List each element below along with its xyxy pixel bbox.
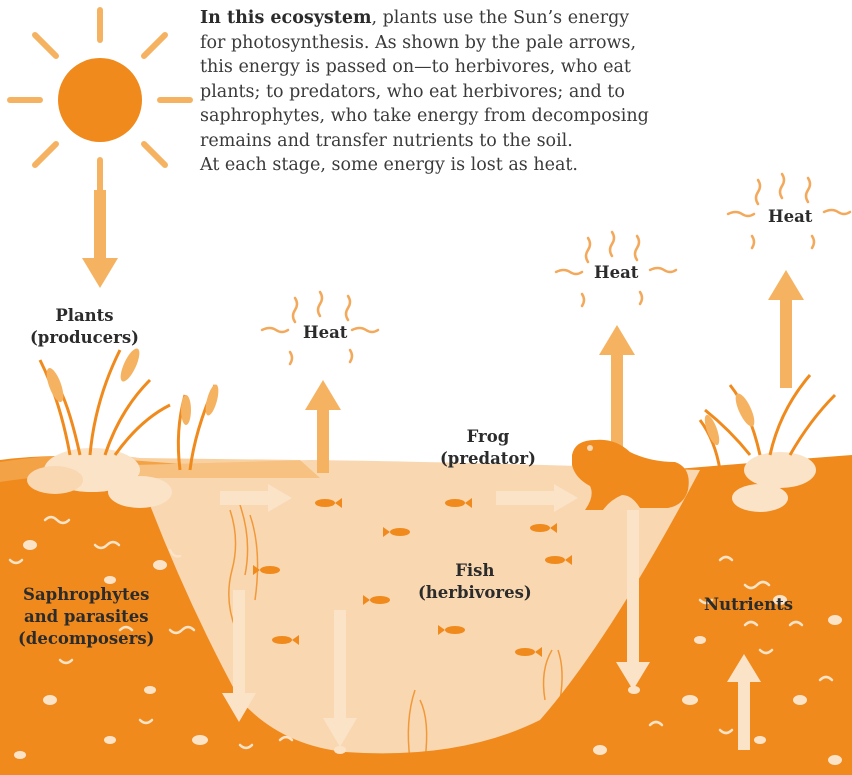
fish-label-line-2: (herbivores) [418,582,532,604]
fish-label: Fish (herbivores) [418,560,532,604]
caption-line-4: plants; to predators, who eat herbivores… [200,82,625,102]
plants-label-line-1: Plants [30,305,139,327]
caption-line-3: this energy is passed on—to herbivores, … [200,57,631,77]
sun-energy-arrow [82,190,118,288]
nutrients-label: Nutrients [704,594,793,616]
heat-arrows [305,270,804,473]
heat-label-fish: Heat [303,322,347,344]
decomposers-label-line-1: Saphrophytes [18,584,154,606]
heat-label-frog: Heat [594,262,638,284]
frog-label-line-2: (predator) [440,448,536,470]
caption-line-7: At each stage, some energy is lost as he… [200,155,578,175]
decomposers-label-line-3: (decomposers) [18,628,154,650]
caption-line-5: saphrophytes, who take energy from decom… [200,106,649,126]
frog-label: Frog (predator) [440,426,536,470]
sun [10,10,190,190]
caption-lead: In this ecosystem [200,8,371,28]
caption-line-6: remains and transfer nutrients to the so… [200,131,573,151]
plants-label: Plants (producers) [30,305,139,349]
caption-line-2: for photosynthesis. As shown by the pale… [200,33,636,53]
decomposers-label: Saphrophytes and parasites (decomposers) [18,584,154,650]
plants-label-line-2: (producers) [30,327,139,349]
decomposers-label-line-2: and parasites [18,606,154,628]
heat-label-decomposers: Heat [768,206,812,228]
diagram-caption: In this ecosystem, plants use the Sun’s … [200,6,840,178]
caption-line-1: , plants use the Sun’s energy [371,8,629,28]
fish-label-line-1: Fish [418,560,532,582]
heat-squiggles [262,174,850,364]
frog-label-line-1: Frog [440,426,536,448]
